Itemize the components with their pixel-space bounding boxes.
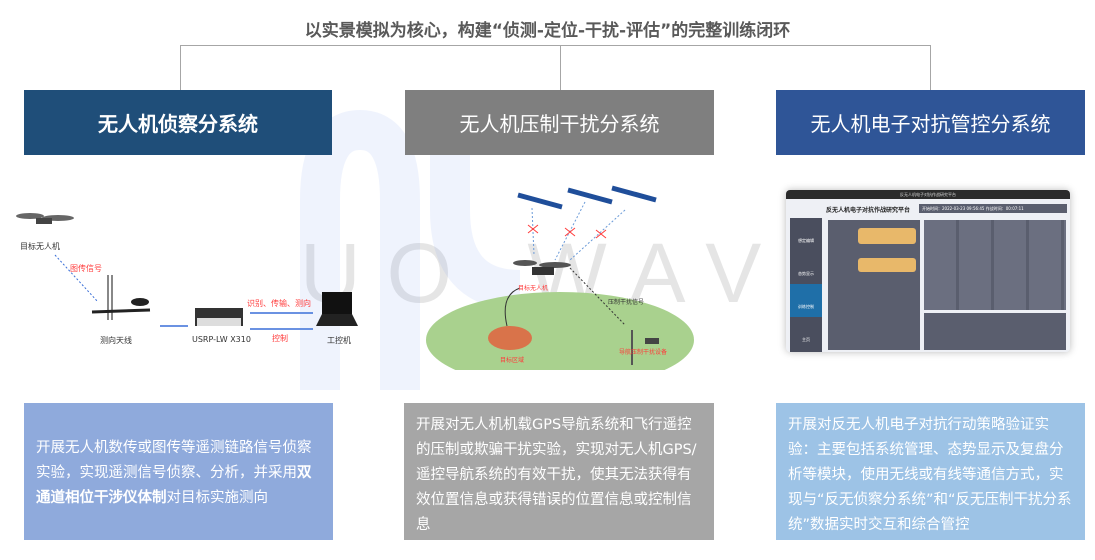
- recon-description: 开展无人机数传或图传等遥测链路信号侦察实验，实现遥测信号侦察、分析，并采用双通道…: [24, 403, 333, 540]
- connector-line: [930, 45, 931, 90]
- antenna-icon: [91, 275, 151, 320]
- control-platform-screenshot: 反无人机电子对抗作战研究平台 反无人机电子对抗作战研究平台 开始时间：2022-…: [786, 190, 1070, 352]
- label-target-area: 目标区域: [500, 357, 525, 364]
- path-field: [858, 228, 916, 244]
- jamming-device-icon: [631, 330, 659, 365]
- drone-icon: [513, 260, 571, 275]
- label-pc: 工控机: [327, 336, 351, 345]
- label-drone: 目标无人机: [518, 285, 549, 292]
- control-header: 无人机电子对抗管控分系统: [776, 90, 1085, 155]
- file-field: [858, 258, 916, 272]
- jamming-diagram: 目标无人机 压制干扰信号 目标区域 导航压制干扰设备: [420, 170, 720, 370]
- label-image-signal: 图传信号: [70, 264, 102, 273]
- app-title: 反无人机电子对抗作战研究平台: [826, 207, 911, 214]
- nav-scenario[interactable]: 想定编辑: [798, 238, 814, 243]
- label-tx: 识别、传输、测向: [247, 299, 311, 308]
- label-control: 控制: [272, 334, 288, 343]
- satellite-icons: [517, 185, 657, 210]
- laptop-icon: [316, 292, 358, 326]
- desc-text: 开展无人机数传或图传等遥测链路信号侦察实验，实现遥测信号侦察、分析，并采用: [36, 440, 312, 481]
- jamming-header: 无人机压制干扰分系统: [405, 90, 714, 155]
- target-drone-icon: [16, 213, 74, 224]
- log-panel: [924, 313, 1066, 350]
- watermark-wave-shape: [300, 109, 521, 390]
- signal-arrow: [54, 254, 99, 303]
- jamming-description: 开展对无人机机载GPS导航系统和飞行遥控的压制或欺骗干扰实验，实现对无人机GPS…: [404, 403, 714, 540]
- nav-situation[interactable]: 态势显示: [798, 271, 814, 276]
- connector-line: [180, 45, 181, 90]
- control-description: 开展对反无人机电子对抗行动策略验证实验：主要包括系统管理、态势显示及复盘分析等模…: [776, 403, 1085, 540]
- connector-line: [560, 45, 561, 90]
- label-jam-signal: 压制干扰信号: [608, 299, 645, 306]
- recon-diagram: 目标无人机 图传信号 测向天线 USRP-LW X310 识别、传输、测向 控制…: [0, 200, 360, 360]
- label-antenna: 测向天线: [100, 336, 132, 345]
- coverage-area: [426, 292, 694, 370]
- unit-grid: [924, 220, 1066, 310]
- blocked-x-icons: [527, 224, 607, 239]
- window-title: 反无人机电子对抗作战研究平台: [786, 190, 1070, 199]
- nav-training[interactable]: 训练控制: [790, 284, 822, 317]
- side-nav: 想定编辑 态势显示 训练控制 主页: [790, 218, 822, 352]
- page-title: 以实景模拟为核心，构建“侦测-定位-干扰-评估”的完整训练闭环: [304, 21, 791, 41]
- status-bar: 开始时间：2022-03-23 09:56:45 作战时间：00:07:11: [919, 204, 1067, 213]
- usrp-device-icon: [195, 308, 243, 326]
- label-jam-device: 导航压制干扰设备: [619, 349, 668, 356]
- connector-line: [180, 45, 931, 46]
- desc-text: 对目标实施测向: [166, 490, 269, 506]
- recon-header: 无人机侦察分系统: [24, 90, 332, 155]
- nav-home[interactable]: 主页: [802, 337, 810, 342]
- target-area: [488, 326, 532, 350]
- label-target-drone: 目标无人机: [20, 242, 60, 251]
- label-usrp: USRP-LW X310: [192, 335, 251, 344]
- desc-bold: 双通道相位干涉仪体制: [36, 465, 312, 506]
